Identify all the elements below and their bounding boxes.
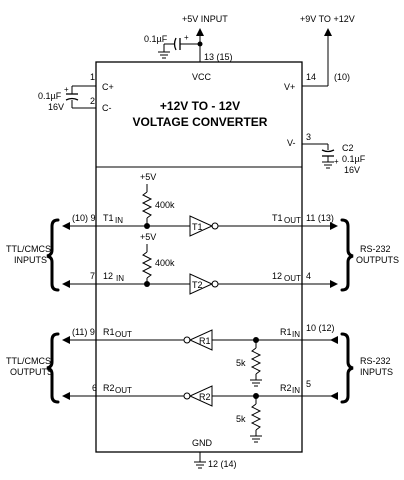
t1-gate [189, 215, 214, 237]
pin3-label: 3 [306, 132, 311, 142]
t2-resistor [141, 251, 153, 279]
t1-in-arrow [62, 222, 70, 230]
r1-out-sub: OUT [115, 330, 132, 339]
r1-resistor [250, 347, 262, 375]
t1-in-pin: (10) 9 [72, 213, 96, 223]
cminus-label: C- [102, 103, 112, 113]
t2-in-label: 12 [103, 271, 113, 281]
c2-label: C2 [342, 143, 354, 153]
c1-value: 0.1µF [38, 91, 62, 101]
r2-in-arrow [330, 392, 338, 400]
r2-out-label: R2 [103, 383, 115, 393]
t2-in-pin: 7 [90, 271, 95, 281]
vcc-label: VCC [192, 72, 212, 82]
t2-in-arrow [62, 280, 70, 288]
r1-out-arrow [62, 336, 70, 344]
t2-gate-label: T2 [192, 280, 203, 290]
pin14-alt: (10) [334, 72, 350, 82]
r1-in-arrow [330, 336, 338, 344]
t1-in-label: T1 [103, 213, 114, 223]
v9-arrow [324, 28, 332, 36]
t2-pullup: +5V [140, 232, 156, 242]
t2-out-arrow [330, 280, 338, 288]
c1-plus: + [64, 85, 69, 94]
r1-out-pin: (11) 9 [72, 327, 95, 337]
r2-gate-label: R2 [199, 392, 211, 402]
c2-plate-1 [321, 149, 335, 153]
t1-out-label: T1 [272, 213, 283, 223]
top-cap-plus: + [184, 33, 189, 42]
t1-pullup: +5V [140, 172, 156, 182]
cplus-label: C+ [102, 82, 114, 92]
t1-out-pin: 11 (13) [306, 213, 334, 223]
r2-out-arrow [62, 392, 70, 400]
t1-out-arrow [330, 222, 338, 230]
rs232-inputs-label-2: INPUTS [360, 367, 393, 377]
ttl-inputs-label-2: INPUTS [14, 255, 47, 265]
t2-res: 400k [155, 258, 175, 268]
t1-in-sub: IN [115, 216, 123, 225]
r2-in-label: R2 [280, 383, 292, 393]
t2-gate [189, 273, 214, 295]
r1-gate-label: R1 [199, 336, 211, 346]
v5-arrow [196, 28, 204, 36]
t2-in-sub: IN [116, 274, 124, 283]
vplus-label: V+ [284, 82, 295, 92]
r1-in-pin: 10 (12) [306, 323, 335, 333]
ttl-outputs-label-1: TTL/CMCS [6, 356, 51, 366]
t1-res: 400k [155, 200, 175, 210]
v5-input-label: +5V INPUT [182, 14, 228, 24]
r2-out-pin: 6 [92, 383, 97, 393]
bracket-ttl-outputs [46, 332, 60, 404]
rs232-outputs-label-2: OUTPUTS [356, 255, 399, 265]
bracket-rs232-outputs [340, 218, 354, 292]
r1-in-sub: IN [292, 330, 300, 339]
t2-out-sub: OUT [284, 274, 301, 283]
rs232-inputs-label-1: RS-232 [360, 356, 391, 366]
r2-out-sub: OUT [115, 386, 132, 395]
r2-in-sub: IN [292, 386, 300, 395]
r1-out-label: R1 [103, 327, 115, 337]
c1-voltage: 16V [48, 102, 64, 112]
chip-body [95, 61, 303, 453]
r2-res: 5k [236, 414, 246, 424]
t2-out-label: 12 [272, 271, 282, 281]
pin1-label: 1 [90, 72, 95, 82]
c2-plus: + [334, 157, 339, 166]
t1-resistor [141, 191, 153, 219]
r1-res: 5k [236, 358, 246, 368]
pin2-label: 2 [90, 96, 95, 106]
r2-in-pin: 5 [306, 379, 311, 389]
vminus-label: V- [287, 138, 296, 148]
t1-gate-label: T1 [192, 222, 203, 232]
c1-plate-2 [65, 97, 79, 101]
top-cap-plate-2 [173, 37, 177, 51]
t2-out-pin: 4 [306, 271, 311, 281]
bracket-ttl-inputs [46, 218, 60, 292]
r1-in-label: R1 [280, 327, 292, 337]
ttl-inputs-label-1: TTL/CMCS [6, 244, 51, 254]
t1-out-sub: OUT [284, 216, 301, 225]
rs232-outputs-label-1: RS-232 [360, 244, 391, 254]
c2-voltage: 16V [344, 165, 360, 175]
gnd-label: GND [192, 438, 213, 448]
pin13-label: 13 (15) [204, 52, 233, 62]
pin14-label: 14 [306, 72, 316, 82]
c2-value: 0.1µF [342, 154, 366, 164]
v9-label: +9V TO +12V [300, 14, 355, 24]
top-cap-value: 0.1µF [144, 34, 168, 44]
bracket-rs232-inputs [340, 332, 354, 404]
r2-resistor [250, 403, 262, 431]
chip-gnd-pin: 12 (14) [208, 459, 237, 469]
chip-title-2: VOLTAGE CONVERTER [133, 115, 268, 129]
chip-title-1: +12V TO - 12V [160, 99, 240, 113]
ttl-outputs-label-2: OUTPUTS [10, 367, 53, 377]
